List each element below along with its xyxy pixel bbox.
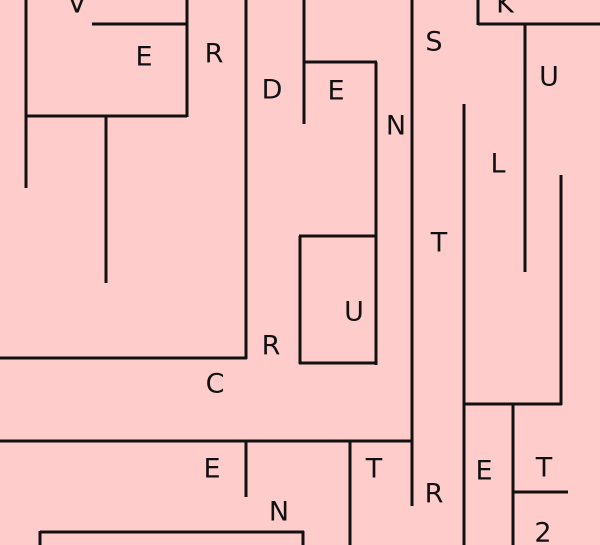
maze-letter-u: U xyxy=(344,296,364,328)
maze-letter-u: U xyxy=(539,61,559,93)
maze-letter-t: T xyxy=(535,452,553,484)
maze-letter-t: T xyxy=(430,227,448,259)
maze-letter-n: N xyxy=(385,110,407,142)
maze-letter-v: V xyxy=(67,0,87,20)
maze-letter-l: L xyxy=(490,148,506,180)
maze-letter-e: E xyxy=(327,75,345,107)
maze-letter-2: 2 xyxy=(534,517,552,545)
maze-letter-r: R xyxy=(424,478,444,510)
maze-letter-c: C xyxy=(205,368,225,400)
maze-letter-k: K xyxy=(496,0,514,20)
maze-letter-n: N xyxy=(268,496,290,528)
maze-letter-s: S xyxy=(425,26,443,58)
maze-letter-r: R xyxy=(204,38,224,70)
maze-letter-e: E xyxy=(475,455,493,487)
maze-letter-r: R xyxy=(261,330,281,362)
maze-letter-t: T xyxy=(365,453,383,485)
maze-letter-d: D xyxy=(261,74,283,106)
maze-letter-e: E xyxy=(135,41,153,73)
maze-letter-e: E xyxy=(203,453,221,485)
